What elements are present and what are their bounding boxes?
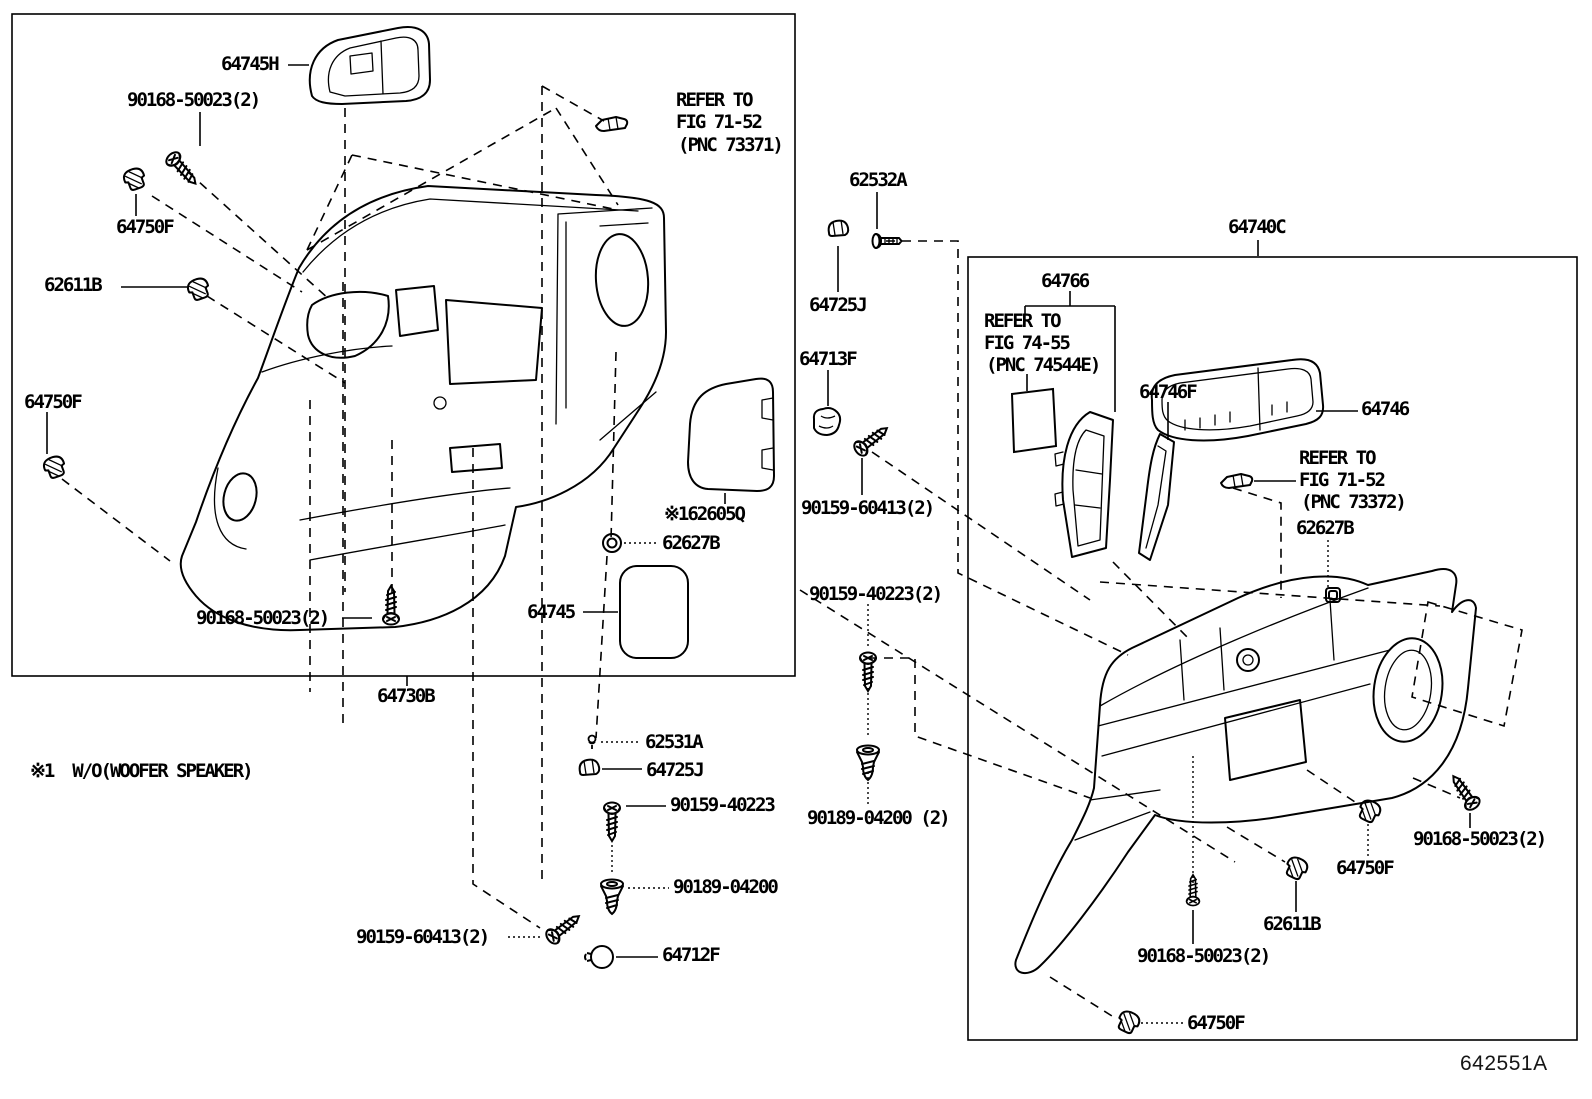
label-62532A: 62532A xyxy=(849,169,908,191)
screw-icon xyxy=(1185,873,1201,907)
refer-73371-line2: FIG 71-52 xyxy=(676,111,763,133)
right-quarter-trim-panel-drawing xyxy=(1014,568,1477,975)
part-64766-drawing xyxy=(1054,411,1114,558)
part-64746F-drawing xyxy=(1138,433,1175,561)
label-90168-50023-bottom: 90168-50023(2) xyxy=(196,607,330,629)
screw-icon xyxy=(162,148,203,190)
push-clip-icon xyxy=(184,275,213,303)
label-90189-04200-mid: 90189-04200 (2) xyxy=(807,807,951,829)
part-74544E-insert-drawing xyxy=(1010,387,1058,454)
push-clip-icon xyxy=(1114,1007,1143,1037)
caption-64740C: 64740C xyxy=(1228,216,1287,238)
cap-clip-icon xyxy=(578,758,601,776)
dashed-leader-lines xyxy=(61,85,1523,1017)
push-clip-icon xyxy=(1282,853,1311,883)
refer-73371-line3: (PNC 73371) xyxy=(678,134,784,156)
label-62605Q: ※162605Q xyxy=(664,503,746,525)
label-90168-50023-rb-bottom: 90168-50023(2) xyxy=(1137,945,1271,967)
label-64712F: 64712F xyxy=(662,944,721,966)
grommet-icon xyxy=(602,533,622,553)
label-64746F: 64746F xyxy=(1139,381,1198,403)
label-64766: 64766 xyxy=(1041,270,1090,292)
push-clip-icon xyxy=(120,165,149,193)
label-90159-60413: 90159-60413(2) xyxy=(356,926,490,948)
label-62611B: 62611B xyxy=(44,274,103,296)
label-64746: 64746 xyxy=(1361,398,1410,420)
cap-clip-icon xyxy=(827,219,850,237)
refer-74544E-line3: (PNC 74544E) xyxy=(986,354,1101,376)
push-clip-icon xyxy=(40,453,69,481)
refer-74544E-line1: REFER TO xyxy=(984,310,1062,332)
part-62605Q-drawing xyxy=(687,377,775,492)
label-64750F-top: 64750F xyxy=(116,216,175,238)
part-64745-drawing xyxy=(619,565,689,659)
circle-plug-icon xyxy=(584,945,614,969)
label-64750F-right: 64750F xyxy=(1336,857,1395,879)
refer-73372-line3: (PNC 73372) xyxy=(1301,491,1407,513)
refer-73371-line1: REFER TO xyxy=(676,89,754,111)
screw-icon xyxy=(382,585,400,626)
label-62611B-right: 62611B xyxy=(1263,913,1322,935)
label-64725J-middle: 64725J xyxy=(809,294,868,316)
screw-icon xyxy=(542,908,585,948)
label-64750F-rb-bottom: 64750F xyxy=(1187,1012,1246,1034)
label-90159-60413-mid: 90159-60413(2) xyxy=(801,497,935,519)
clip-screw-icon xyxy=(600,878,624,915)
left-quarter-trim-panel-drawing xyxy=(179,185,667,632)
label-62627B-left: 62627B xyxy=(662,532,721,554)
right-section-border xyxy=(967,256,1578,1041)
footnote-woofer-speaker: ※1 W/O(WOOFER SPEAKER) xyxy=(30,760,254,782)
left-section-border xyxy=(11,13,796,677)
label-64745: 64745 xyxy=(527,601,576,623)
grommet-icon xyxy=(1325,587,1341,603)
screw-icon xyxy=(1445,770,1484,814)
refer-74544E-line2: FIG 74-55 xyxy=(984,332,1071,354)
refer-73372-line1: REFER TO xyxy=(1299,447,1377,469)
refer-73372-line2: FIG 71-52 xyxy=(1299,469,1386,491)
label-64725J-left: 64725J xyxy=(646,759,705,781)
label-90168-50023-top: 90168-50023(2) xyxy=(127,89,261,111)
label-64750F-side: 64750F xyxy=(24,391,83,413)
blob-grommet-icon xyxy=(812,407,842,436)
label-62531A: 62531A xyxy=(645,731,704,753)
leader-lines xyxy=(46,64,1471,1024)
screw-icon xyxy=(603,801,621,842)
label-90189-04200: 90189-04200 xyxy=(673,876,779,898)
label-90168-50023-right: 90168-50023(2) xyxy=(1413,828,1547,850)
label-62627B-right: 62627B xyxy=(1296,517,1355,539)
caption-64730B: 64730B xyxy=(377,685,436,707)
clip-screw-icon xyxy=(856,744,880,781)
tiny-clip-icon xyxy=(587,734,597,750)
part-64745H-drawing xyxy=(308,26,431,105)
figure-id: 642551A xyxy=(1460,1052,1548,1075)
label-64713F: 64713F xyxy=(799,348,858,370)
label-64745H: 64745H xyxy=(221,53,280,75)
finger-clip-icon xyxy=(1220,473,1254,489)
label-90159-40223: 90159-40223 xyxy=(670,794,776,816)
label-90159-40223-mid: 90159-40223(2) xyxy=(809,583,943,605)
